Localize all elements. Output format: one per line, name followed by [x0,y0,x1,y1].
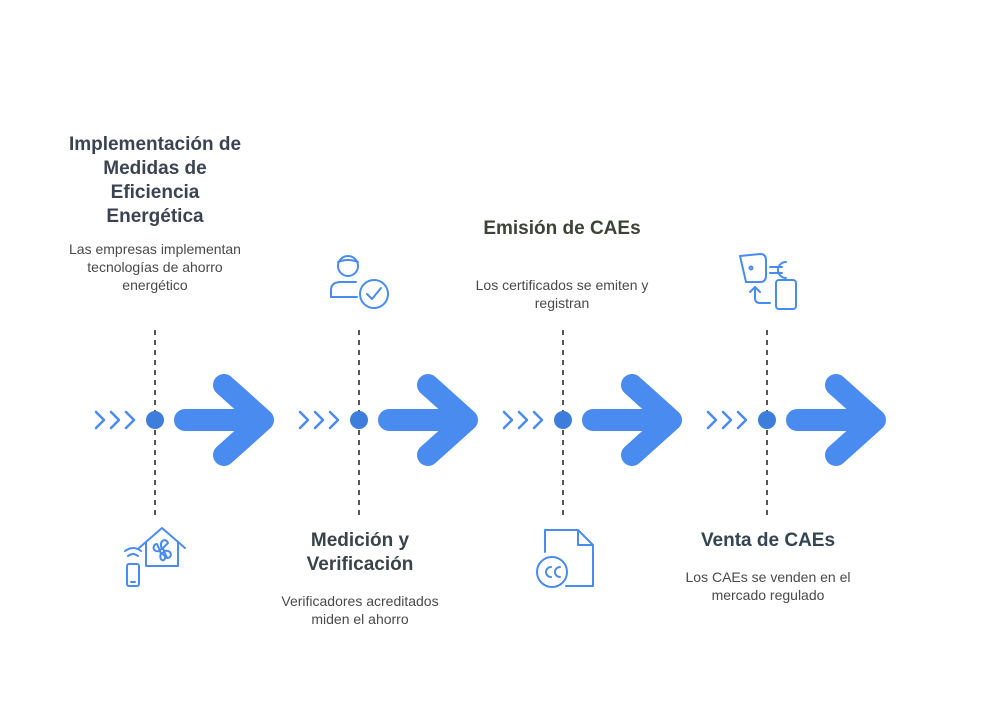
timeline-dot [758,411,776,429]
timeline-dot [350,411,368,429]
chevrons-icon [706,410,748,430]
euro-exchange-phone-icon [739,253,797,310]
step-2-description: Verificadores acreditados miden el ahorr… [281,593,439,627]
certificate-cc-document-icon [536,529,594,588]
step-1-title: Implementación de Medidas de Eficiencia … [68,134,242,227]
chevrons-icon [502,410,544,430]
step-2-marker [298,330,478,515]
smart-home-fan-icon [124,527,186,587]
chevrons-icon [298,410,340,430]
step-1-description: Las empresas implementan tecnologías de … [69,241,241,293]
step-4-title: Venta de CAEs [700,530,836,551]
timeline-dot [146,411,164,429]
step-1-marker [94,330,274,515]
arrow-right-icon [378,374,478,466]
user-check-icon [330,255,389,309]
chevrons-icon [94,410,136,430]
arrow-right-icon [786,374,886,466]
step-4-description: Los CAEs se venden en el mercado regulad… [685,569,851,603]
step-2-title: Medición y Verificación [306,530,414,575]
step-3-description: Los certificados se emiten y registran [475,277,649,311]
step-3-title: Emisión de CAEs [483,218,641,239]
step-3-marker [502,330,682,515]
step-4-marker [706,330,886,515]
arrow-right-icon [582,374,682,466]
timeline-dot [554,411,572,429]
arrow-right-icon [174,374,274,466]
